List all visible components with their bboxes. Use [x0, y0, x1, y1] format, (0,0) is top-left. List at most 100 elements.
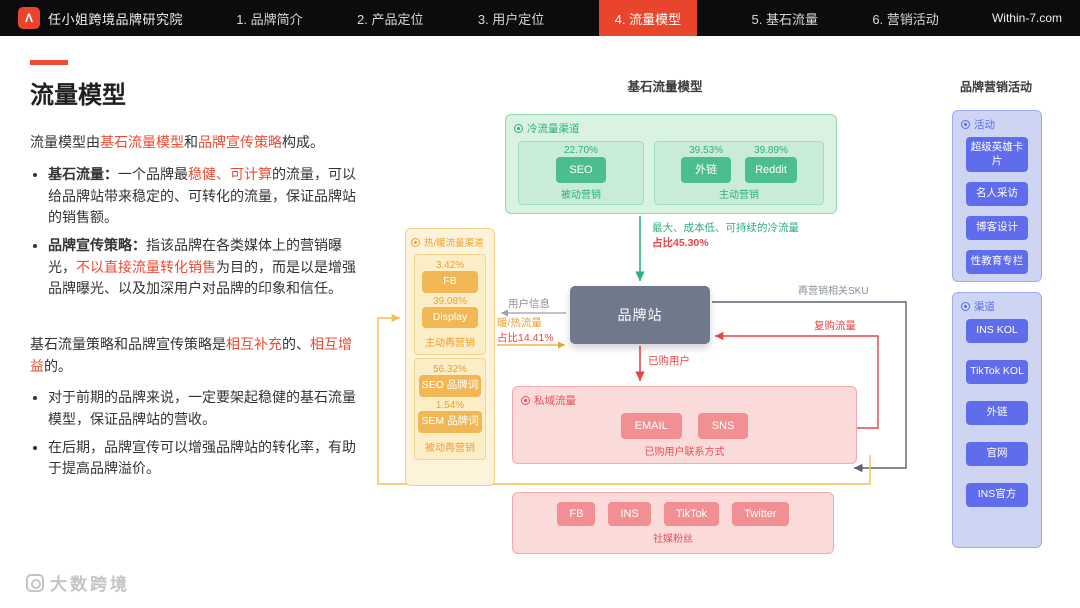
text-segment-accent: 基石流量模型	[100, 134, 184, 151]
channel-backlinks: 外链	[966, 401, 1028, 425]
private-caption: 已购用户联系方式	[644, 447, 725, 459]
activities-panel-label-text: 活动	[974, 119, 995, 131]
cold-flow-note-line1: 最大、成本低、可持续的冷流量	[652, 222, 799, 234]
bullet-brand-promo-strategy: 品牌宣传策略：指该品牌在各类媒体上的营销曝光，不以直接流量转化销售为目的，而是以…	[48, 235, 364, 300]
text-segment: 的流量，可以给品牌站带来稳定的、可转化的流量，保证品牌站的销售额。	[48, 165, 356, 226]
camera-icon	[26, 573, 44, 592]
bullet-list-definitions: 基石流量：一个品牌最稳健、可计算的流量，可以给品牌站带来稳定的、可转化的流量，保…	[30, 164, 364, 300]
nav-item-traffic-model[interactable]: 4. 流量模型	[598, 0, 698, 36]
channel-ins-kol: INS KOL	[966, 319, 1028, 343]
left-text-column: 流量模型 流量模型由基石流量模型和品牌宣传策略构成。 基石流量：一个品牌最稳健、…	[30, 60, 364, 486]
reddit-percentage: 39.89%	[754, 145, 788, 156]
user-info-label: 用户信息	[508, 298, 550, 310]
channel-sem-brandword: SEM 品牌词	[418, 410, 482, 433]
warm-flow-note: 暖/热流量 占比14.41%	[497, 316, 554, 345]
nav-item-cornerstone-traffic[interactable]: 5. 基石流量	[751, 11, 818, 27]
nav-item-brand-intro[interactable]: 1. 品牌简介	[236, 11, 303, 27]
diagram-title: 基石流量模型	[627, 80, 703, 94]
warm-passive-group: 56.32% SEO 品牌词 1.54% SEM 品牌词 被动再营销	[414, 358, 486, 460]
bullet-list-phases: 对于前期的品牌来说，一定要架起稳健的基石流量模型，保证品牌站的营收。 在后期，品…	[30, 387, 364, 480]
text-segment: 对于前期的品牌来说，一定要架起稳健的基石流量模型，保证品牌站的营收。	[48, 389, 356, 428]
channel-sns: SNS	[697, 413, 749, 440]
channel-email: EMAIL	[620, 413, 682, 440]
backlink-percentage: 39.53%	[689, 145, 724, 156]
text-segment: 构成。	[282, 134, 324, 151]
channel-backlink: 外链	[681, 157, 732, 184]
circle-dot-icon	[961, 302, 970, 311]
watermark-text: 大数跨境	[50, 575, 130, 594]
brand-site-node: 品牌站	[570, 286, 710, 344]
cold-flow-note: 最大、成本低、可持续的冷流量 占比45.30%	[652, 221, 799, 250]
text-segment: 的、	[282, 336, 310, 352]
activities-panel-label: 活动	[953, 111, 1041, 135]
activity-superhero-cards: 超级英雄卡片	[966, 137, 1028, 173]
text-segment: 在后期，品牌宣传可以增强品牌站的转化率，有助于提高品牌溢价。	[48, 438, 356, 477]
display-percentage: 39.08%	[433, 295, 467, 307]
activity-sex-ed-column: 性教育专栏	[966, 250, 1028, 275]
backlink-pair: 39.53% 外链	[681, 145, 732, 184]
brand-name: 任小姐跨境品牌研究院	[48, 11, 184, 27]
social-channels: FB INS TikTok Twitter	[513, 502, 833, 527]
activity-blog-design: 博客设计	[966, 216, 1028, 241]
repurchase-flow-label: 复购流量	[814, 320, 856, 332]
cold-panel-label: 冷流量渠道	[506, 115, 836, 139]
circle-dot-icon	[514, 124, 523, 133]
social-caption: 社媒粉丝	[653, 534, 693, 546]
channels-panel: 渠道 INS KOL TikTok KOL 外链 官网 INS官方	[952, 292, 1042, 548]
channels-panel-label: 渠道	[953, 293, 1041, 317]
cold-traffic-panel: 冷流量渠道 22.70% SEO 被动营销 39.53% 外链 39.89% R…	[505, 114, 837, 214]
text-segment: 基石流量策略和品牌宣传策略是	[30, 336, 226, 352]
text-segment: 指该品牌在各类媒体上的营销曝光，	[48, 236, 342, 275]
bullet-early-stage: 对于前期的品牌来说，一定要架起稳健的基石流量模型，保证品牌站的营收。	[48, 387, 364, 430]
title-accent-bar	[30, 60, 68, 65]
cold-active-group: 39.53% 外链 39.89% Reddit 主动营销	[654, 141, 824, 206]
bullet-late-stage: 在后期，品牌宣传可以增强品牌站的转化率，有助于提高品牌溢价。	[48, 437, 364, 480]
seo-brandword-percentage: 56.32%	[433, 364, 467, 376]
complement-paragraph: 基石流量策略和品牌宣传策略是相互补充的、相互增益的。	[30, 334, 364, 377]
bullet-lead: 品牌宣传策略：	[48, 236, 146, 253]
dashu-watermark: 大数跨境	[26, 570, 130, 595]
circle-dot-icon	[961, 120, 970, 129]
channel-fb-social: FB	[557, 502, 596, 527]
channel-ins-social: INS	[608, 502, 651, 527]
intro-paragraph: 流量模型由基石流量模型和品牌宣传策略构成。	[30, 132, 364, 154]
nav-item-product-position[interactable]: 2. 产品定位	[357, 11, 424, 27]
cold-passive-group: 22.70% SEO 被动营销	[518, 141, 644, 206]
bullet-cornerstone-traffic: 基石流量：一个品牌最稳健、可计算的流量，可以给品牌站带来稳定的、可转化的流量，保…	[48, 164, 364, 229]
text-segment-accent: 相互增益	[30, 336, 352, 374]
text-segment-accent: 品牌宣传策略	[198, 134, 282, 151]
topbar: Λ 任小姐跨境品牌研究院 1. 品牌简介 2. 产品定位 3. 用户定位 4. …	[0, 0, 1080, 36]
site-url: Within-7.com	[991, 11, 1062, 25]
channel-seo: SEO	[556, 157, 606, 184]
warm-panel-label: 热/暖流量渠道	[406, 229, 494, 251]
warm-panel-label-text: 热/暖流量渠道	[424, 238, 484, 249]
active-marketing-label: 主动营销	[719, 190, 759, 202]
channel-twitter-social: Twitter	[732, 502, 789, 527]
cold-panel-label-text: 冷流量渠道	[527, 123, 580, 135]
text-segment: 和	[184, 134, 198, 151]
nav-item-marketing-activity[interactable]: 6. 营销活动	[872, 11, 939, 27]
text-segment-accent: 稳健、可计算	[188, 165, 272, 182]
nav-item-user-position[interactable]: 3. 用户定位	[477, 11, 545, 27]
activities-items: 超级英雄卡片 名人采访 博客设计 性教育专栏	[953, 135, 1041, 282]
channels-items: INS KOL TikTok KOL 外链 官网 INS官方	[953, 317, 1041, 515]
text-segment: 一个品牌最	[118, 165, 188, 182]
marketing-activities-title: 品牌营销活动	[959, 80, 1032, 94]
channel-official-site: 官网	[966, 442, 1028, 466]
fb-percentage: 3.42%	[435, 260, 465, 271]
seo-percentage: 22.70%	[564, 145, 598, 156]
page-title: 流量模型	[30, 82, 126, 109]
activity-celebrity-interview: 名人采访	[966, 182, 1028, 207]
text-segment-accent: 不以直接流量转化销售	[76, 258, 216, 275]
cold-panel-body: 22.70% SEO 被动营销 39.53% 外链 39.89% Reddit …	[506, 139, 836, 207]
text-segment: 的。	[44, 357, 72, 374]
private-panel-label: 私域流量	[513, 387, 856, 411]
warm-flow-line1: 暖/热流量	[497, 317, 542, 329]
brand-logo-icon: Λ	[18, 7, 40, 29]
warm-flow-percentage: 占比14.41%	[497, 331, 554, 344]
text-segment: 为目的，而是以是增强品牌曝光、以及加深用户对品牌的印象和信任。	[48, 258, 356, 297]
text-segment-accent: 相互补充	[226, 336, 282, 352]
purchased-users-label: 已购用户	[648, 355, 690, 367]
